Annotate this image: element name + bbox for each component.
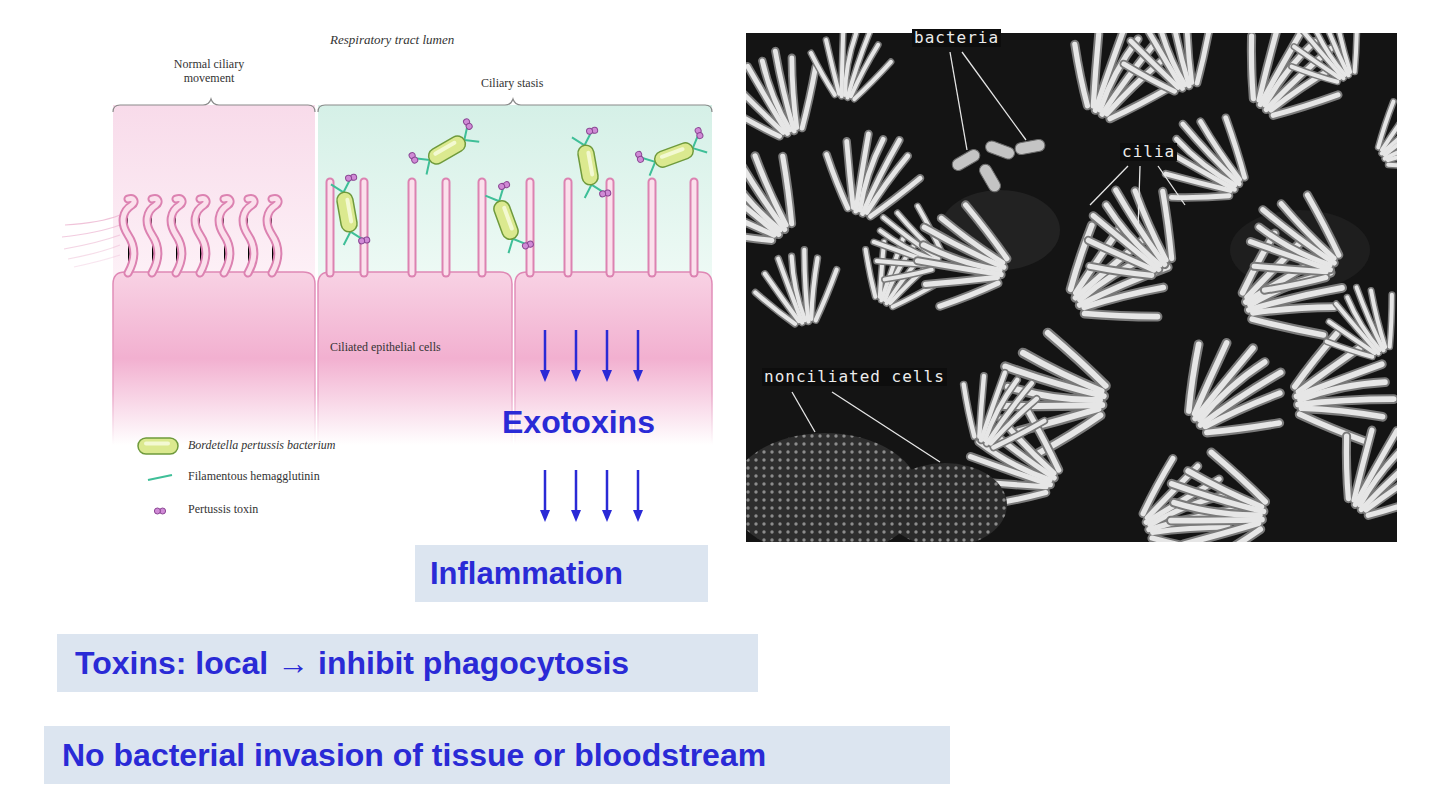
legend-bacterium-sample <box>138 438 178 454</box>
legend-toxin-sample <box>154 508 165 514</box>
legend-filament-sample <box>148 475 172 480</box>
sem-micrograph <box>746 33 1397 542</box>
region-label: Respiratory tract lumen <box>330 33 454 48</box>
cell-label: Ciliated epithelial cells <box>330 341 441 355</box>
exotoxin-label: Exotoxins <box>502 404 655 441</box>
lumen-normal <box>113 105 315 280</box>
motion-lines <box>62 215 120 267</box>
bacterium <box>330 118 710 256</box>
box-text: Toxins: local → inhibit phagocytosis <box>75 645 629 682</box>
text-box: Inflammation <box>415 545 708 602</box>
legend-bacterium-highlight <box>144 442 170 446</box>
region-label: Normal ciliary movement <box>154 58 264 86</box>
box-text: Inflammation <box>430 556 623 592</box>
micrograph-label: bacteria <box>912 29 1001 47</box>
micrograph-label: cilia <box>1120 143 1177 161</box>
box-text: No bacterial invasion of tissue or blood… <box>62 737 766 774</box>
legend-text: Pertussis toxin <box>188 503 258 517</box>
region-label: Ciliary stasis <box>481 77 543 91</box>
micrograph-label: nonciliated cells <box>762 368 947 386</box>
bracket <box>113 99 315 112</box>
text-box: No bacterial invasion of tissue or blood… <box>44 726 950 784</box>
bracket <box>318 99 712 112</box>
epithelial-cell <box>113 272 315 445</box>
text-box: Toxins: local → inhibit phagocytosis <box>57 634 758 692</box>
epithelial-cell <box>318 272 512 445</box>
legend-text: Filamentous hemagglutinin <box>188 470 320 484</box>
lumen-stasis <box>318 105 712 280</box>
legend-text: Bordetella pertussis bacterium <box>188 439 336 453</box>
